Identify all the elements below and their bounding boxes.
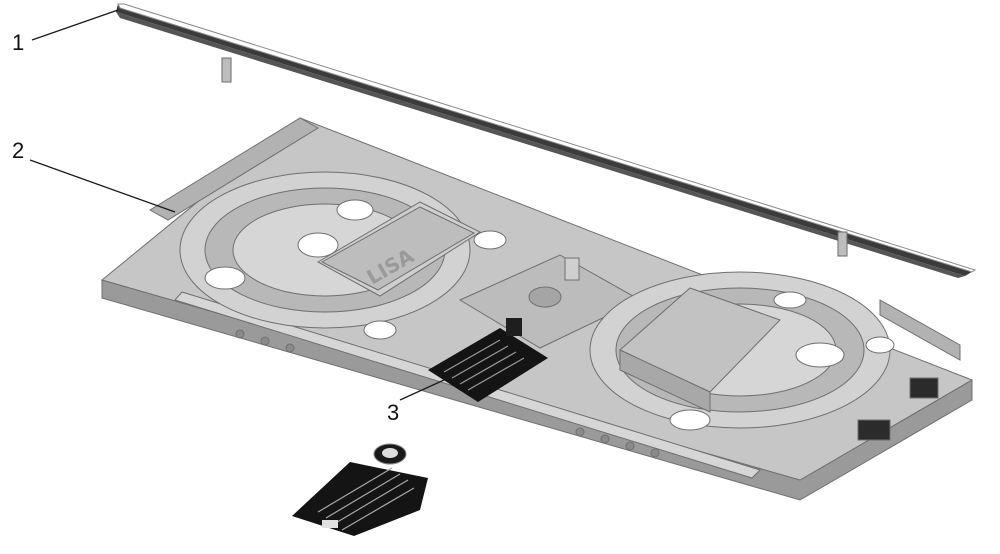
callout-3: 3 bbox=[387, 374, 456, 425]
callout-2: 2 bbox=[12, 138, 176, 213]
callout-3-label: 3 bbox=[387, 400, 399, 425]
callout-2-leader bbox=[29, 159, 176, 213]
splice-tray bbox=[100, 117, 974, 501]
callout-2-label: 2 bbox=[12, 138, 24, 163]
callout-1: 1 bbox=[12, 9, 119, 55]
lid-cover bbox=[116, 3, 977, 278]
callout-3-leader bbox=[399, 374, 456, 401]
callout-1-leader bbox=[31, 9, 119, 41]
callout-1-label: 1 bbox=[12, 30, 24, 55]
cable-holder-exploded bbox=[292, 443, 428, 536]
cable-holder-installed bbox=[428, 318, 548, 402]
